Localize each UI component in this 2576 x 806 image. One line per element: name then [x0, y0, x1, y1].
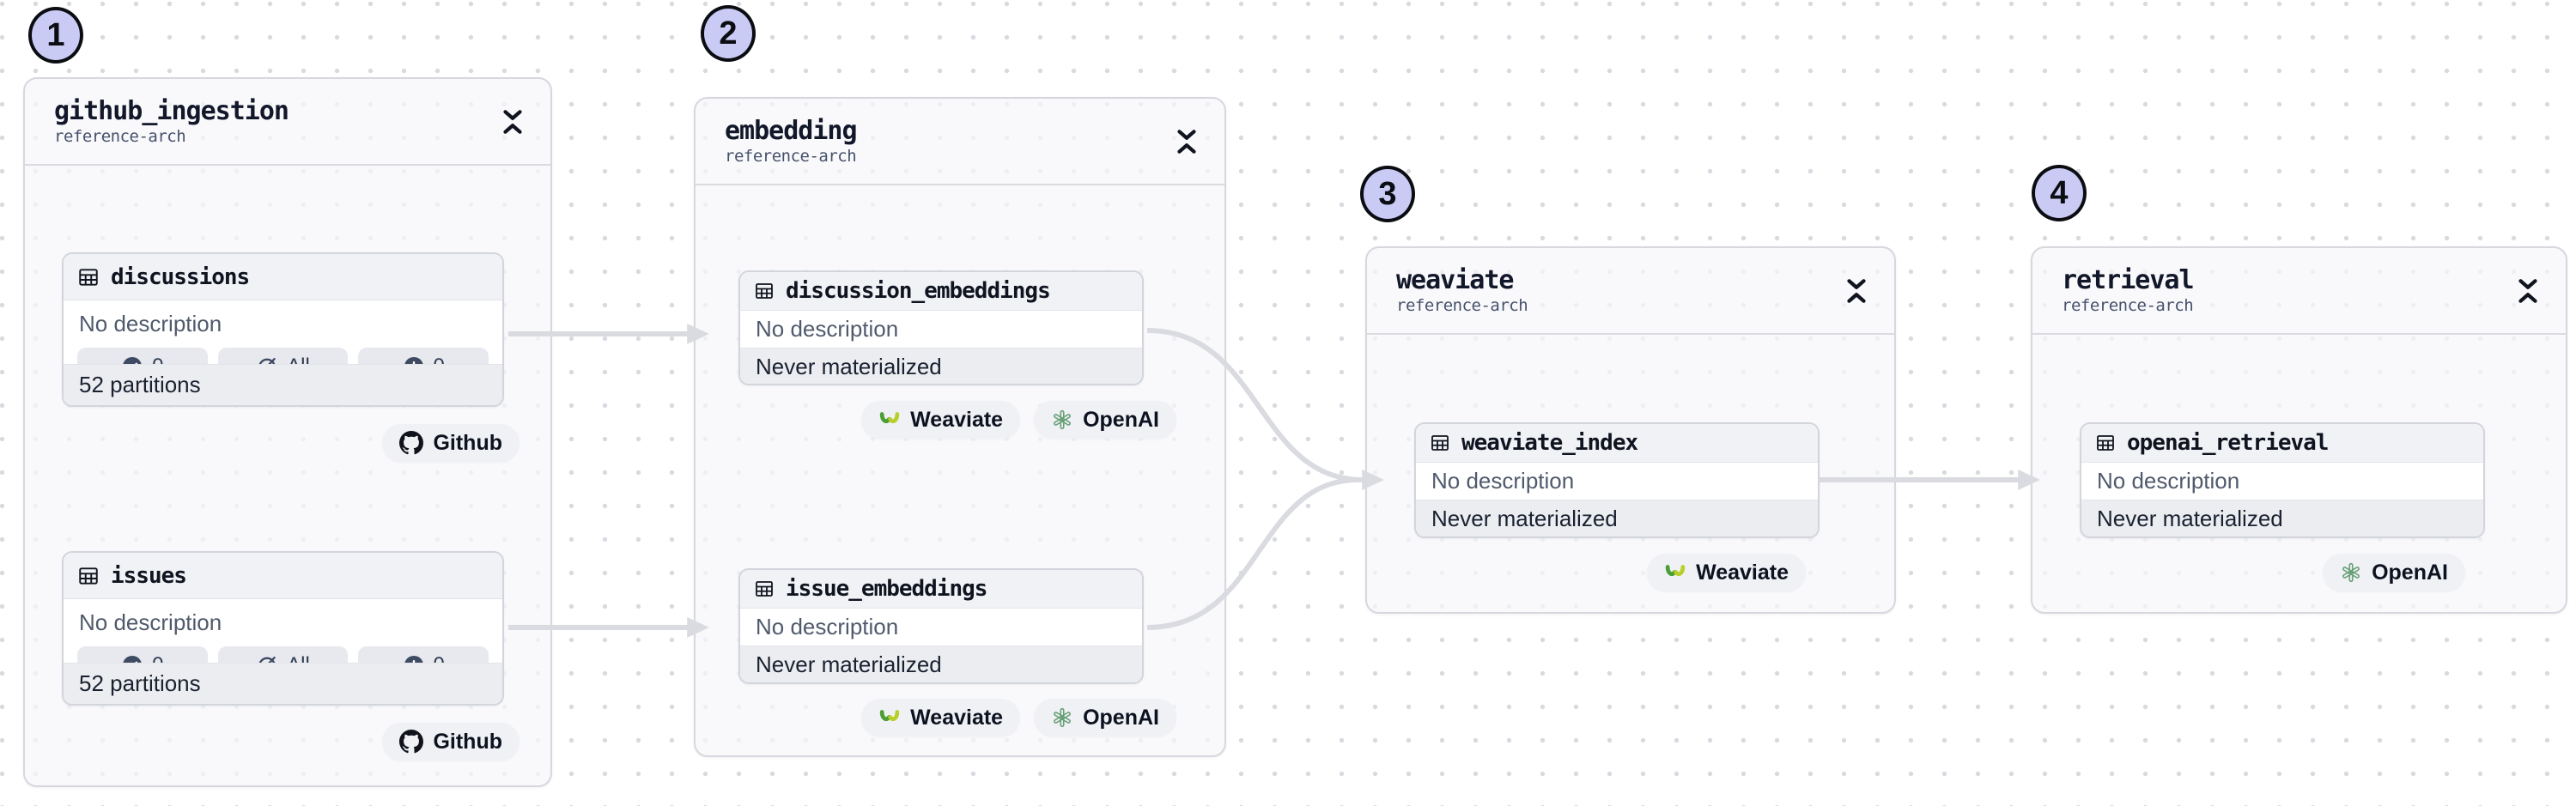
github-icon: [399, 730, 424, 754]
asset-name: discussions: [111, 264, 250, 290]
collapse-vertical-icon[interactable]: [1839, 272, 1874, 310]
table-icon: [79, 268, 98, 286]
asset-header: weaviate_index: [1416, 424, 1818, 463]
tag-weaviate[interactable]: Weaviate: [1647, 554, 1806, 591]
table-icon: [79, 567, 98, 585]
asset-card-issues[interactable]: issues No description 0 All 0 52 partiti…: [62, 551, 504, 706]
table-icon: [756, 283, 773, 299]
tag-label: OpenAI: [1083, 407, 1159, 432]
tag-openai[interactable]: OpenAI: [2323, 554, 2465, 591]
group-subtitle: reference-arch: [1396, 295, 1528, 315]
tag-github[interactable]: Github: [382, 424, 519, 462]
group-header: weaviate reference-arch: [1367, 248, 1894, 335]
asset-status: Never materialized: [1416, 500, 1818, 536]
asset-status: Never materialized: [2081, 500, 2483, 536]
asset-description: No description: [2081, 463, 2483, 500]
asset-name: openai_retrieval: [2127, 430, 2329, 456]
tag-label: Weaviate: [910, 705, 1004, 730]
asset-header: discussions: [64, 254, 502, 300]
collapse-vertical-icon[interactable]: [2511, 272, 2545, 310]
asset-header: discussion_embeddings: [740, 272, 1142, 311]
tag-weaviate[interactable]: Weaviate: [861, 699, 1021, 736]
group-header: github_ingestion reference-arch: [25, 79, 550, 166]
collapse-vertical-icon[interactable]: [495, 103, 530, 141]
step-badge-2: 2: [701, 5, 756, 62]
group-title: retrieval: [2062, 265, 2195, 296]
group-header: embedding reference-arch: [696, 99, 1224, 185]
tag-label: Weaviate: [1696, 560, 1789, 585]
asset-description: No description: [79, 311, 222, 336]
asset-description: No description: [1416, 463, 1818, 500]
partitions-footer: 52 partitions: [64, 663, 502, 704]
weaviate-icon: [879, 710, 900, 722]
asset-description: No description: [79, 609, 222, 635]
asset-status: Never materialized: [740, 348, 1142, 384]
weaviate-icon: [879, 412, 900, 424]
asset-description: No description: [740, 609, 1142, 645]
group-subtitle: reference-arch: [54, 126, 186, 146]
step-badge-1: 1: [28, 7, 83, 64]
asset-header: issues: [64, 553, 502, 599]
group-title: embedding: [725, 116, 858, 147]
tag-openai[interactable]: OpenAI: [1034, 401, 1176, 439]
asset-name: weaviate_index: [1461, 430, 1638, 456]
group-embedding: embedding reference-arch discussion_embe…: [694, 97, 1226, 757]
group-header: retrieval reference-arch: [2032, 248, 2566, 335]
asset-description: No description: [740, 311, 1142, 348]
group-weaviate: weaviate reference-arch weaviate_index N…: [1365, 246, 1896, 614]
group-title: github_ingestion: [54, 96, 289, 127]
group-github-ingestion: github_ingestion reference-arch discussi…: [23, 77, 552, 787]
partitions-footer: 52 partitions: [64, 364, 502, 405]
asset-name: discussion_embeddings: [786, 278, 1051, 304]
asset-header: openai_retrieval: [2081, 424, 2483, 463]
asset-card-discussion-embeddings[interactable]: discussion_embeddings No description Nev…: [738, 270, 1144, 385]
asset-header: issue_embeddings: [740, 570, 1142, 609]
group-subtitle: reference-arch: [2062, 295, 2194, 315]
asset-card-openai-retrieval[interactable]: openai_retrieval No description Never ma…: [2080, 422, 2485, 538]
group-subtitle: reference-arch: [725, 146, 857, 166]
openai-icon: [1054, 707, 1072, 728]
asset-card-discussions[interactable]: discussions No description 0 All 0 52 pa…: [62, 252, 504, 407]
group-retrieval: retrieval reference-arch openai_retrieva…: [2031, 246, 2567, 614]
tag-label: OpenAI: [2372, 560, 2448, 585]
collapse-vertical-icon[interactable]: [1170, 123, 1204, 161]
table-icon: [2097, 435, 2114, 451]
table-icon: [1431, 435, 1449, 451]
openai-icon: [2342, 562, 2360, 583]
weaviate-icon: [1665, 565, 1686, 577]
table-icon: [756, 581, 773, 597]
asset-card-issue-embeddings[interactable]: issue_embeddings No description Never ma…: [738, 568, 1144, 684]
asset-status: Never materialized: [740, 645, 1142, 682]
asset-name: issues: [111, 562, 187, 589]
asset-name: issue_embeddings: [786, 576, 987, 602]
tag-label: Weaviate: [910, 407, 1004, 432]
tag-label: OpenAI: [1083, 705, 1159, 730]
tag-label: Github: [433, 430, 502, 455]
asset-card-weaviate-index[interactable]: weaviate_index No description Never mate…: [1414, 422, 1820, 538]
openai-icon: [1054, 409, 1072, 430]
group-title: weaviate: [1396, 265, 1515, 296]
step-badge-3: 3: [1360, 166, 1415, 222]
tag-label: Github: [433, 729, 502, 754]
github-icon: [399, 431, 424, 455]
tag-weaviate[interactable]: Weaviate: [861, 401, 1021, 439]
step-badge-4: 4: [2032, 165, 2087, 221]
tag-github[interactable]: Github: [382, 723, 519, 761]
tag-openai[interactable]: OpenAI: [1034, 699, 1176, 736]
